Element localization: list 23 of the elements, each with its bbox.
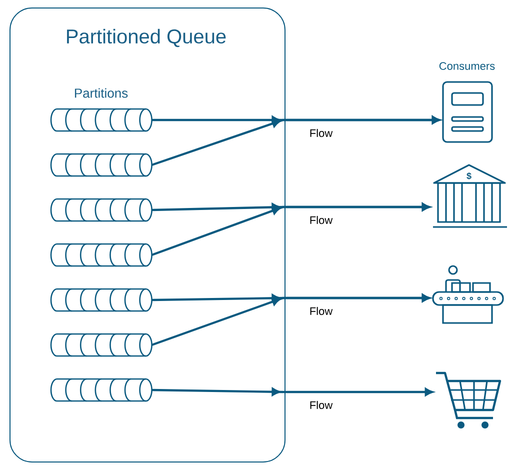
arrow [151,294,430,346]
arrow [151,203,430,256]
partition-cylinder [50,153,152,177]
queue-box [10,8,286,462]
edge-label: Flow [308,214,334,226]
conveyor-drawing [432,265,504,324]
section-label: Partitions [74,88,128,98]
partition-cylinder [50,108,152,132]
queue-title: Partitioned Queue [67,28,226,48]
edge-label: Flow [308,400,334,410]
bank-drawing [433,164,507,228]
edge-label: Flow [308,306,334,316]
partition-cylinder [50,198,152,222]
edge-label: Flow [308,128,334,138]
partition-cylinder [50,333,152,357]
arrow [152,388,434,396]
partition-cylinder [50,288,152,312]
shopping-cart-drawing [436,372,502,428]
partition-cylinder [50,243,152,267]
arrow [151,116,440,166]
column-heading: Consumers [439,62,495,70]
document-drawing [442,81,493,143]
partition-cylinder [50,378,152,402]
